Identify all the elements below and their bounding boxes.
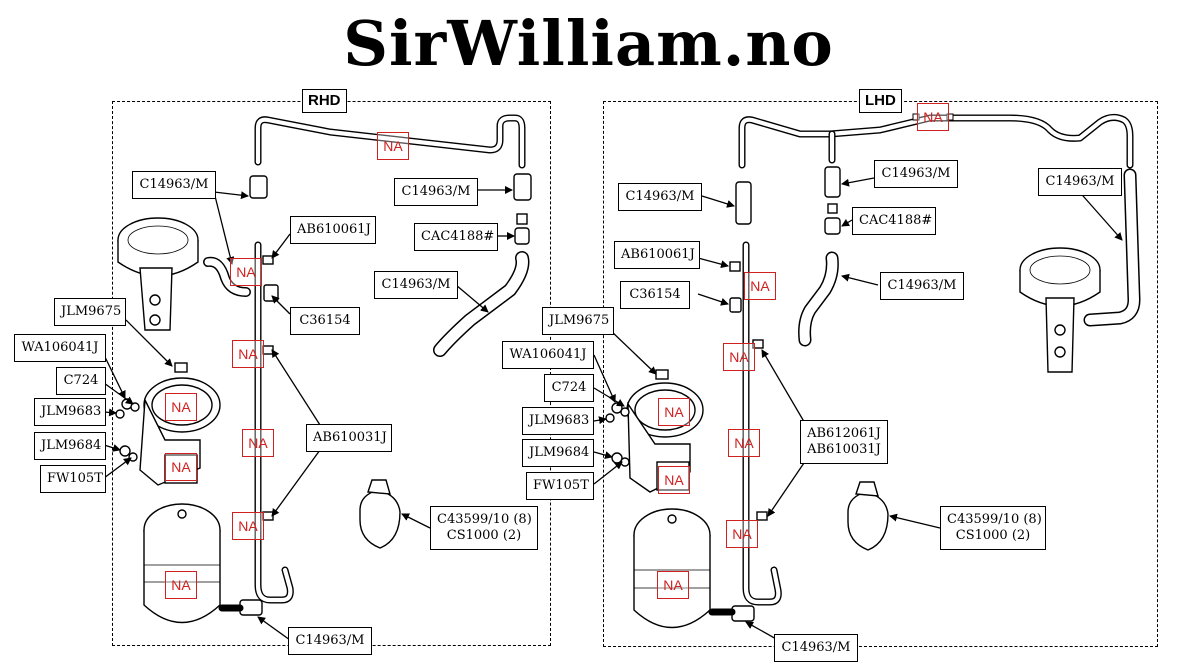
- lhd-na-top-pipe: NA: [917, 103, 949, 131]
- rhd-callout-c724: C724: [56, 367, 106, 395]
- rhd-na-clip-lower: NA: [232, 512, 264, 540]
- lhd-clip-line1: C43599/10 (8): [947, 512, 1042, 527]
- lhd-callout-jlm9684: JLM9684: [522, 439, 594, 467]
- rhd-na-top-pipe: NA: [377, 132, 409, 160]
- rhd-na-hose-joint: NA: [230, 258, 262, 286]
- lhd-clip-line2: CS1000 (2): [955, 528, 1031, 543]
- lhd-na-hose-joint: NA: [744, 272, 776, 300]
- lhd-callout-ab-pair: AB612061J AB610031J: [800, 420, 888, 464]
- lhd-na-clamp-ring: NA: [658, 398, 690, 426]
- rhd-callout-c14963-bottom: C14963/M: [288, 627, 372, 655]
- rhd-clip-line1: C43599/10 (8): [437, 512, 532, 527]
- rhd-callout-wa106041j: WA106041J: [14, 334, 106, 362]
- rhd-na-pipe-middle: NA: [242, 429, 274, 457]
- rhd-callout-c14963-hose: C14963/M: [374, 271, 458, 299]
- lhd-callout-cac4188: CAC4188#: [852, 207, 936, 235]
- lhd-callout-c724: C724: [544, 374, 594, 402]
- lhd-callout-jlm9675: JLM9675: [542, 307, 614, 335]
- lhd-callout-jlm9683: JLM9683: [522, 407, 594, 435]
- rhd-clip-line2: CS1000 (2): [446, 528, 522, 543]
- lhd-callout-c36154: C36154: [620, 281, 690, 309]
- rhd-drawing: [115, 114, 532, 624]
- rhd-callout-c36154: C36154: [290, 307, 360, 335]
- rhd-na-servo: NA: [165, 571, 197, 599]
- rhd-callout-ab610061j: AB610061J: [290, 216, 376, 244]
- rhd-callout-jlm9684: JLM9684: [34, 432, 106, 460]
- lhd-ab-line1: AB612061J: [807, 426, 881, 441]
- rhd-title: RHD: [302, 89, 347, 113]
- rhd-callout-ab610031j: AB610031J: [306, 424, 392, 452]
- rhd-na-clamp-ring: NA: [165, 393, 197, 421]
- lhd-callout-wa106041j: WA106041J: [502, 341, 594, 369]
- lhd-na-clip-lower: NA: [726, 520, 758, 548]
- rhd-leaders: [103, 186, 515, 641]
- rhd-callout-c14963-top-left: C14963/M: [132, 171, 216, 199]
- lhd-callout-c14963-bottom: C14963/M: [774, 634, 858, 662]
- lhd-callout-c14963-hose: C14963/M: [880, 272, 964, 300]
- lhd-na-clip-upper: NA: [723, 343, 755, 371]
- lhd-callout-clip: C43599/10 (8) CS1000 (2): [940, 506, 1046, 550]
- rhd-callout-jlm9675: JLM9675: [54, 298, 126, 326]
- lhd-na-bracket: NA: [658, 466, 690, 494]
- rhd-callout-fw105t: FW105T: [40, 465, 106, 493]
- brand-title: SirWilliam.no: [343, 7, 834, 80]
- lhd-na-servo: NA: [657, 571, 689, 599]
- rhd-na-clip-upper: NA: [232, 340, 264, 368]
- rhd-callout-c14963-top-right: C14963/M: [394, 178, 478, 206]
- rhd-callout-jlm9683: JLM9683: [34, 398, 106, 426]
- lhd-callout-c14963-left: C14963/M: [618, 183, 702, 211]
- lhd-drawing: [605, 113, 1141, 629]
- rhd-callout-clip: C43599/10 (8) CS1000 (2): [430, 506, 538, 550]
- lhd-leaders: [593, 177, 1123, 641]
- lhd-callout-c14963-top-mid: C14963/M: [874, 160, 958, 188]
- lhd-title: LHD: [859, 89, 902, 113]
- lhd-callout-c14963-right: C14963/M: [1038, 168, 1122, 196]
- lhd-callout-ab610061j: AB610061J: [614, 241, 700, 269]
- lhd-callout-fw105t: FW105T: [526, 472, 594, 500]
- lhd-ab-line2: AB610031J: [807, 442, 881, 457]
- rhd-callout-cac4188: CAC4188#: [414, 223, 498, 251]
- rhd-na-bracket: NA: [165, 453, 197, 481]
- lhd-na-pipe-middle: NA: [728, 429, 760, 457]
